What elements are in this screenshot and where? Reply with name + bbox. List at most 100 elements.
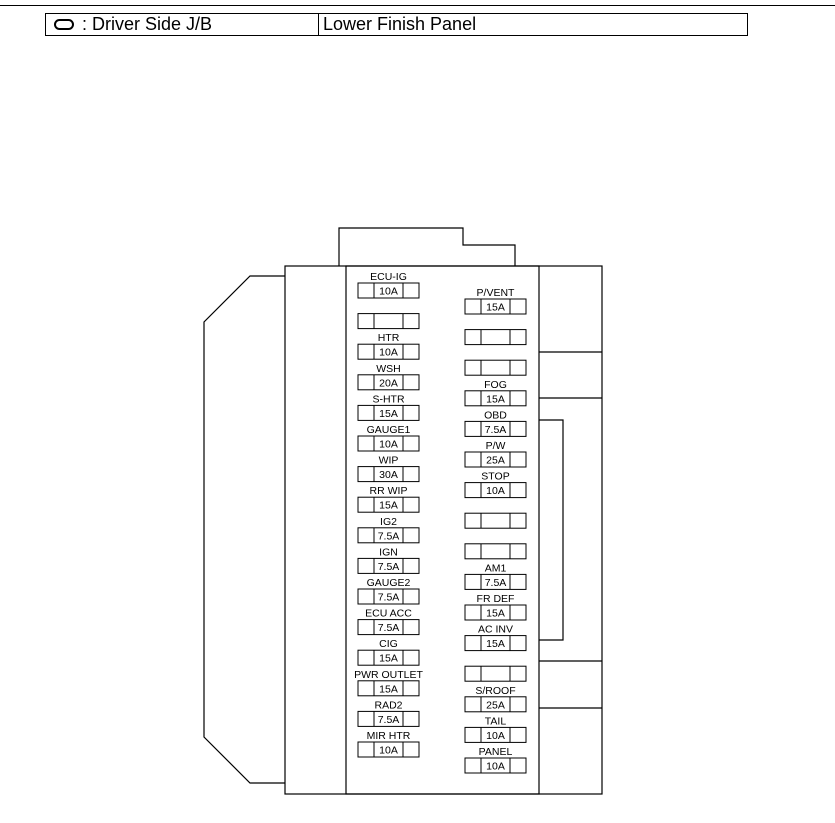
- fuse-amperage: 30A: [379, 469, 398, 481]
- fuse-amperage: 25A: [486, 455, 505, 467]
- fuse: 10A PANEL: [464, 746, 527, 774]
- fuse-body: [464, 665, 527, 682]
- fuse-amperage: 15A: [379, 500, 398, 512]
- fuse-amperage: 10A: [379, 745, 398, 757]
- location-header: : Driver Side J/B Lower Finish Panel: [45, 13, 748, 36]
- fuse: 10A TAIL: [464, 715, 527, 743]
- fuse-body: [357, 710, 420, 727]
- fuse-amperage: 10A: [379, 439, 398, 451]
- fuse-body: [357, 649, 420, 666]
- fuse-name: S/ROOF: [475, 685, 515, 697]
- fuse-body: [464, 420, 527, 437]
- fuse-name: FR DEF: [477, 593, 515, 605]
- fuse: 7.5A GAUGE2: [357, 577, 420, 605]
- fuse-body: [357, 282, 420, 299]
- fuse: [464, 543, 527, 560]
- fuse-name: S-HTR: [372, 393, 404, 405]
- fuse-name: ECU ACC: [365, 608, 412, 620]
- fuse-name: TAIL: [485, 715, 507, 727]
- fuse-amperage: 25A: [486, 699, 505, 711]
- fuse-name: PANEL: [479, 746, 513, 758]
- fuse-body: [357, 374, 420, 391]
- oval-icon: [54, 19, 74, 30]
- fuse: [464, 665, 527, 682]
- fuse-name: P/W: [486, 440, 506, 452]
- fuse: 15A P/VENT: [464, 287, 527, 315]
- fuse-body: [357, 313, 420, 330]
- fuse-amperage: 7.5A: [378, 622, 400, 634]
- fuse-body: [357, 343, 420, 360]
- main-housing: [284, 265, 603, 795]
- fuse-body: [464, 696, 527, 713]
- fuse-amperage: 7.5A: [485, 577, 507, 589]
- fuse-body: [357, 680, 420, 697]
- fuse-name: PWR OUTLET: [354, 669, 423, 681]
- fuse: 10A MIR HTR: [357, 730, 420, 758]
- fuse-amperage: 7.5A: [378, 530, 400, 542]
- fuse: 15A CIG: [357, 638, 420, 666]
- fuse-body: [464, 359, 527, 376]
- fuse-name: STOP: [481, 471, 509, 483]
- fuse-amperage: 10A: [379, 347, 398, 359]
- fuse: 30A WIP: [357, 455, 420, 483]
- fuse-body: [357, 435, 420, 452]
- fuse-body: [464, 726, 527, 743]
- fuse-name: GAUGE2: [367, 577, 411, 589]
- fuse-name: RAD2: [374, 699, 402, 711]
- fuse-name: P/VENT: [477, 287, 516, 299]
- fuse-amperage: 10A: [486, 761, 505, 773]
- fuse: 25A P/W: [464, 440, 527, 468]
- fuse-amperage: 10A: [379, 286, 398, 298]
- fuse: [464, 329, 527, 346]
- fuse-amperage: 20A: [379, 377, 398, 389]
- junction-block-outline: [203, 227, 603, 795]
- location-detail-cell: Lower Finish Panel: [319, 14, 476, 35]
- fuse-amperage: 15A: [379, 683, 398, 695]
- fuse-name: AM1: [485, 562, 507, 574]
- fuse-name: MIR HTR: [367, 730, 411, 742]
- fuse-amperage: 7.5A: [378, 561, 400, 573]
- fuse-body: [464, 512, 527, 529]
- fuse: 10A ECU-IG: [357, 271, 420, 299]
- fuse: 7.5A ECU ACC: [357, 608, 420, 636]
- fuse-body: [464, 604, 527, 621]
- fuse-name: OBD: [484, 409, 507, 421]
- fuse-amperage: 7.5A: [378, 592, 400, 604]
- fuse-body: [357, 496, 420, 513]
- left-bracket: [203, 275, 285, 784]
- location-label-cell: : Driver Side J/B: [46, 14, 319, 35]
- fuse-name: FOG: [484, 379, 507, 391]
- fuse-name: ECU-IG: [370, 271, 407, 283]
- fuse-name: WIP: [379, 455, 399, 467]
- fuse-body: [357, 527, 420, 544]
- fuse-body: [357, 588, 420, 605]
- fuse-amperage: 15A: [486, 638, 505, 650]
- fuse-amperage: 7.5A: [485, 424, 507, 436]
- location-label: : Driver Side J/B: [82, 14, 213, 34]
- fuse-body: [464, 543, 527, 560]
- fuse: 25A S/ROOF: [464, 685, 527, 713]
- fuse-body: [464, 573, 527, 590]
- fuse-name: CIG: [379, 638, 398, 650]
- fuse-name: HTR: [378, 332, 400, 344]
- fuse-body: [357, 404, 420, 421]
- fuse-body: [464, 757, 527, 774]
- fuse-body: [464, 482, 527, 499]
- fuse: 10A STOP: [464, 471, 527, 499]
- fuse-amperage: 15A: [379, 653, 398, 665]
- fuse: [357, 313, 420, 330]
- fuse-amperage: 10A: [486, 485, 505, 497]
- fuse-amperage: 10A: [486, 730, 505, 742]
- top-rule: [0, 5, 835, 6]
- fuse-amperage: 15A: [486, 302, 505, 314]
- fuse: [464, 512, 527, 529]
- fuse-amperage: 15A: [486, 393, 505, 405]
- fuse: [464, 359, 527, 376]
- fuse-body: [357, 619, 420, 636]
